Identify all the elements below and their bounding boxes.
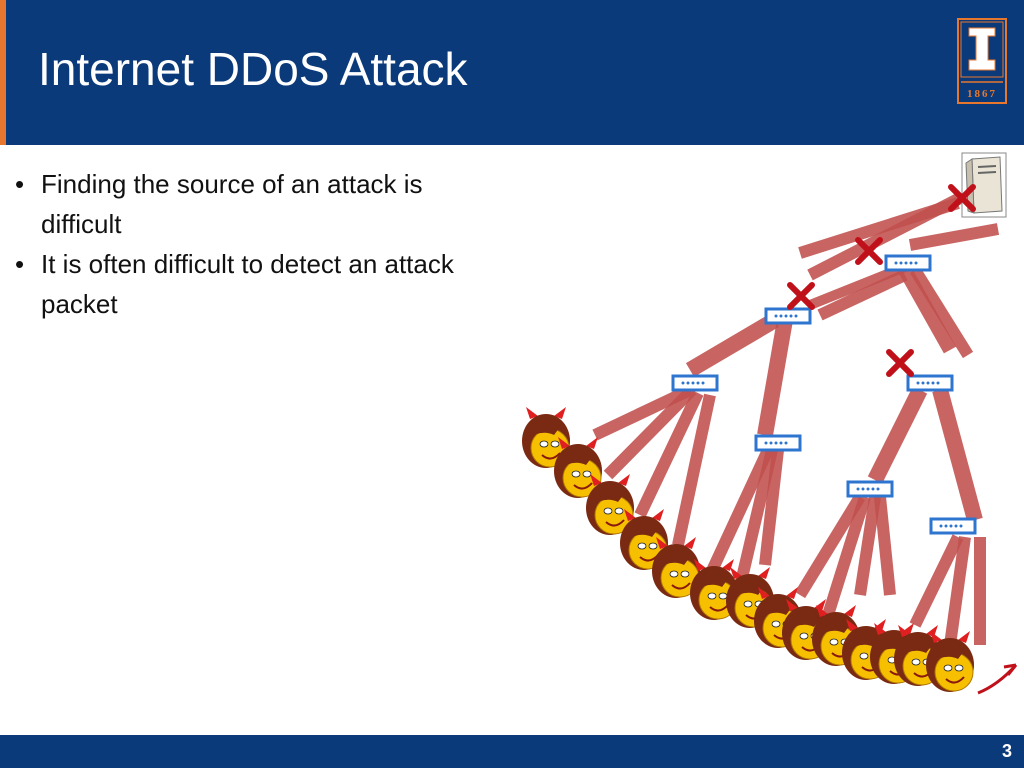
network-link: [672, 393, 716, 547]
bullet-text: It is often difficult to detect an attac…: [41, 249, 454, 319]
network-link: [704, 447, 774, 578]
university-logo: 1867: [957, 18, 1007, 104]
network-link: [944, 536, 971, 646]
header-accent-stripe: [0, 0, 6, 145]
network-link: [592, 384, 693, 441]
network-link: [854, 496, 881, 596]
bullet-text: Finding the source of an attack is diffi…: [41, 169, 423, 239]
network-link: [794, 493, 866, 599]
ddos-diagram: [521, 152, 1018, 695]
router-icon: [846, 480, 894, 498]
router-icon: [929, 517, 977, 535]
bullet-dot: •: [15, 169, 25, 199]
block-i-logo: [957, 18, 1007, 104]
slide-header: Internet DDoS Attack 1867: [0, 0, 1024, 145]
router-icon: [884, 254, 932, 272]
network-link: [874, 496, 896, 596]
network-link: [909, 266, 974, 359]
bullet-dot: •: [15, 249, 25, 279]
network-link: [898, 266, 957, 354]
slide-footer: 3: [0, 735, 1024, 768]
network-link: [932, 387, 983, 523]
network-link: [807, 191, 965, 281]
router-icon: [754, 434, 802, 452]
slide-title: Internet DDoS Attack: [38, 43, 468, 95]
network-link: [603, 385, 697, 480]
bullet-item: • It is often difficult to detect an atta…: [10, 244, 510, 324]
network-links: [592, 191, 1000, 646]
router-icon: [764, 307, 812, 325]
page-number: 3: [1001, 741, 1012, 761]
router-icon: [906, 374, 954, 392]
block-x-icon: [790, 285, 812, 307]
network-link: [822, 495, 871, 617]
network-link: [867, 386, 928, 484]
logo-year: 1867: [967, 88, 997, 100]
devil-tail-icon: [977, 663, 1018, 695]
network-link: [808, 260, 912, 310]
network-link: [759, 449, 784, 566]
network-link: [908, 223, 1000, 251]
network-link: [909, 534, 964, 628]
bullet-list: • Finding the source of an attack is diff…: [10, 164, 510, 324]
server-icon: [961, 152, 1007, 218]
devil-attacker-icon: [925, 630, 975, 693]
network-link: [732, 448, 778, 597]
network-link: [685, 313, 780, 377]
network-link: [817, 269, 908, 321]
block-x-icon: [889, 352, 911, 374]
router-icon: [671, 374, 719, 392]
bullet-item: • Finding the source of an attack is diff…: [10, 164, 510, 244]
network-link: [634, 390, 704, 518]
network-link: [757, 318, 793, 437]
